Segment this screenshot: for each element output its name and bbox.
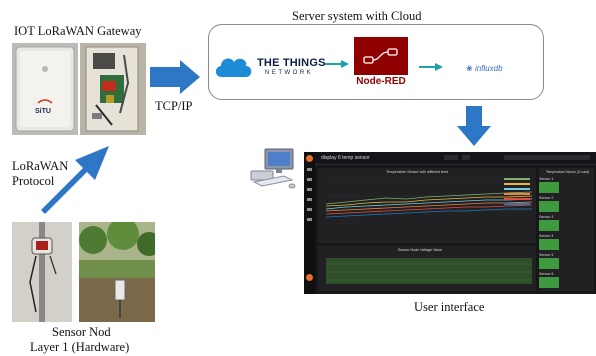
panel-gauges-title: Temperature Sensor (G-card) bbox=[546, 170, 590, 174]
sensor-1-label: Sensor 1 bbox=[539, 177, 554, 181]
dashboard-title: display 6 temp sensor bbox=[321, 155, 370, 161]
influxdb-label: influxdb bbox=[474, 64, 503, 73]
sensor-2-stat bbox=[539, 201, 559, 212]
sensor-4-label: Sensor 4 bbox=[539, 234, 554, 238]
sensor-1-stat bbox=[539, 182, 559, 193]
sensor-4-stat bbox=[539, 239, 559, 250]
protocol-label: Protocol bbox=[12, 174, 55, 188]
server-label: Server system with Cloud bbox=[292, 9, 422, 23]
arrow-sensor-to-gateway bbox=[41, 146, 109, 224]
grafana-logo-icon bbox=[306, 155, 313, 162]
gateway-label: IOT LoRaWAN Gateway bbox=[14, 24, 142, 38]
user-avatar bbox=[306, 274, 313, 281]
influxdb-icon: ❀ bbox=[466, 64, 473, 73]
gateway-photo-closed: SiTU bbox=[12, 43, 78, 135]
gateway-closed-graphic bbox=[12, 43, 78, 135]
sensor-6-label: Sensor 6 bbox=[539, 272, 554, 276]
arrow-ttn-to-nodered bbox=[325, 60, 349, 68]
ttn-logo-text: THE THINGS bbox=[257, 57, 326, 69]
panel-temperature bbox=[318, 168, 536, 243]
dashboard-sidebar bbox=[304, 152, 315, 294]
sensor-photo-field bbox=[79, 222, 155, 322]
layer-label: Layer 1 (Hardware) bbox=[30, 340, 130, 354]
influxdb-logo: ❀ influxdb bbox=[466, 64, 503, 73]
gateway-brand: SiTU bbox=[35, 108, 51, 115]
cloud-icon bbox=[215, 58, 252, 77]
panel-voltage-title: Sensor Node Voltage Value bbox=[398, 248, 442, 252]
sensor-field-graphic bbox=[79, 222, 155, 322]
arrow-gateway-to-server bbox=[150, 60, 200, 94]
sensor-5-label: Sensor 5 bbox=[539, 253, 554, 257]
voltage-bar-graph bbox=[326, 258, 532, 284]
dashboard-screenshot: display 6 temp sensor Temperature Sensor… bbox=[304, 152, 596, 294]
user-interface-label: User interface bbox=[414, 300, 485, 314]
gateway-open-graphic bbox=[80, 43, 146, 135]
temperature-legend bbox=[504, 178, 530, 205]
sensor-photo-node bbox=[12, 222, 72, 322]
sensor-node-graphic bbox=[12, 222, 72, 322]
nodered-label: Node-RED bbox=[354, 75, 408, 89]
computer-icon bbox=[250, 148, 296, 189]
sensor-3-stat bbox=[539, 220, 559, 231]
gateway-photo-open bbox=[80, 43, 146, 135]
nodered-logo: Node-RED bbox=[354, 37, 408, 89]
nodered-flow-icon bbox=[363, 48, 398, 64]
arrow-server-to-ui bbox=[457, 106, 491, 146]
sensor-label: Sensor Nod bbox=[52, 325, 111, 339]
panel-temperature-title: Temperature Sensor with different level bbox=[386, 170, 449, 174]
sensor-3-label: Sensor 3 bbox=[539, 215, 554, 219]
temperature-line-graph bbox=[326, 181, 532, 225]
topbar-controls bbox=[444, 155, 592, 160]
sensor-2-label: Sensor 2 bbox=[539, 196, 554, 200]
tcpip-label: TCP/IP bbox=[155, 99, 193, 113]
sensor-5-stat bbox=[539, 258, 559, 269]
arrow-nodered-to-influx bbox=[419, 63, 443, 71]
lorawan-label: LoRaWAN bbox=[12, 159, 69, 173]
sidebar-icons bbox=[307, 168, 312, 221]
sensor-6-stat bbox=[539, 277, 559, 288]
ttn-logo-subtext: NETWORK bbox=[265, 70, 314, 76]
